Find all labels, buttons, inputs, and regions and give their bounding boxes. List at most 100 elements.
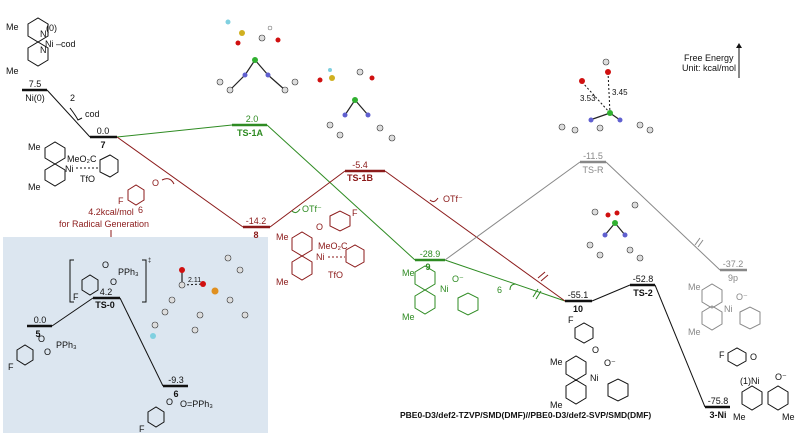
svg-text:N: N (40, 29, 47, 39)
path-8-ts1b (269, 170, 346, 228)
label-6: 6 (173, 389, 178, 399)
svg-text:Ni: Ni (440, 284, 449, 294)
svg-text:PPh₃: PPh₃ (56, 340, 77, 350)
svg-text:TfO: TfO (328, 270, 343, 280)
distance-345: 3.45 (612, 88, 628, 97)
svg-text:F: F (719, 350, 725, 360)
label-tsr: TS-R (583, 165, 604, 175)
label-8: 8 (253, 230, 258, 240)
svg-text:Ni –cod: Ni –cod (45, 39, 76, 49)
svg-text:F: F (352, 208, 358, 218)
label-7: 7 (100, 140, 105, 150)
svg-text:MeO₂C: MeO₂C (318, 241, 348, 251)
structure-10: F O Me Me Ni O⁻ (550, 315, 629, 410)
svg-text:Me: Me (28, 182, 41, 192)
label-ts0: TS-0 (95, 300, 115, 310)
structure-9p: Me Me Ni O⁻ (688, 282, 761, 337)
energy-ts2: -52.8 (633, 274, 654, 284)
energy-9p: -37.2 (723, 259, 744, 269)
path-tsr-9p (605, 161, 721, 271)
distance-353: 3.53 (580, 94, 596, 103)
svg-text:O=PPh₃: O=PPh₃ (180, 399, 213, 409)
energy-5: 0.0 (34, 315, 47, 325)
path-7-ts1a (116, 124, 233, 138)
svg-text:O: O (592, 345, 599, 355)
svg-text:O⁻: O⁻ (604, 358, 616, 368)
svg-text:Ni: Ni (724, 304, 733, 314)
legend-free-energy: Free Energy (684, 53, 734, 63)
svg-text:(0): (0) (46, 23, 57, 33)
svg-text:O: O (44, 347, 51, 357)
svg-text:MeO₂C: MeO₂C (67, 154, 97, 164)
label-9p: 9p (728, 273, 738, 283)
label-3ni: 3-Ni (709, 410, 726, 420)
svg-text:O: O (750, 352, 757, 362)
energy-10: -55.1 (568, 290, 589, 300)
svg-text:Me: Me (550, 357, 563, 367)
path-ts2-3ni (654, 284, 706, 408)
svg-text:F: F (568, 315, 574, 325)
svg-text:Ni: Ni (65, 164, 74, 174)
energy-ni0: 7.5 (29, 79, 42, 89)
label-10: 10 (573, 304, 583, 314)
svg-text:Me: Me (402, 312, 415, 322)
svg-text:O: O (110, 277, 117, 287)
svg-text:F: F (8, 362, 14, 372)
structure-3ni: F O O⁻ (1)Ni Me Me (719, 347, 795, 422)
svg-text:O: O (316, 222, 323, 232)
structure-5: F O O PPh₃ (8, 334, 77, 372)
computational-method: PBE0-D3/def2-TZVP/SMD(DMF)//PBE0-D3/def2… (400, 410, 651, 420)
svg-text:F: F (73, 292, 79, 302)
energy-ts1b: -5.4 (352, 160, 368, 170)
path-ts1b-10 (384, 170, 566, 302)
energy-7: 0.0 (97, 126, 110, 136)
cod-label: cod (85, 109, 100, 119)
svg-text:Ni: Ni (316, 252, 325, 262)
svg-text:O⁻: O⁻ (452, 274, 464, 284)
svg-text:Me: Me (782, 412, 795, 422)
structure-ts0-bracket: ‡ F O O PPh₃ (69, 258, 151, 303)
energy-ts0: 4.2 (100, 287, 113, 297)
radical-note-line1: 4.2kcal/mol (88, 207, 134, 217)
svg-text:(1)Ni: (1)Ni (740, 376, 760, 386)
svg-text:TfO: TfO (80, 174, 95, 184)
svg-text:Me: Me (6, 22, 19, 32)
svg-text:Me: Me (276, 277, 289, 287)
structure-ni-cod: Me Me N N (0) Ni –cod (6, 17, 76, 76)
energy-levels (22, 88, 747, 409)
path-5-ts0 (51, 297, 94, 327)
radical-note-line2: for Radical Generation (59, 219, 149, 229)
svg-text:O: O (38, 334, 45, 344)
structure-9: Me Me Ni O⁻ (402, 265, 479, 322)
otf-red-label: OTf⁻ (443, 194, 463, 204)
svg-text:Me: Me (733, 412, 746, 422)
legend: Free Energy Unit: kcal/mol (682, 43, 742, 78)
svg-text:F: F (139, 424, 145, 434)
svg-text:O: O (152, 178, 159, 188)
curved-arrow-icon (69, 107, 83, 121)
energy-ts1a: 2.0 (246, 114, 259, 124)
curved-arrow-icon (429, 197, 439, 203)
structure-aldehyde-6: F O (118, 178, 159, 206)
svg-text:Me: Me (28, 142, 41, 152)
svg-text:Me: Me (402, 268, 415, 278)
svg-text:N: N (40, 45, 47, 55)
label-ts1a: TS-1A (237, 128, 264, 138)
label-9: 9 (425, 262, 430, 272)
energy-9: -28.9 (420, 249, 441, 259)
svg-text:‡: ‡ (148, 258, 151, 264)
curved-arrow-icon (509, 283, 517, 291)
structure-7: Me Me MeO₂C Ni TfO (28, 141, 119, 192)
svg-text:Me: Me (550, 400, 563, 410)
svg-text:O⁻: O⁻ (775, 372, 787, 382)
label-ni0: Ni(0) (25, 93, 45, 103)
svg-text:O⁻: O⁻ (736, 292, 748, 302)
ts0-3d-structure: 2.11 (150, 254, 249, 339)
svg-text:Me: Me (688, 327, 701, 337)
ts1a-3d-structure (216, 19, 299, 94)
svg-text:Me: Me (6, 66, 19, 76)
energy-6: -9.3 (168, 375, 184, 385)
distance-211: 2.11 (188, 277, 201, 284)
energy-8: -14.2 (246, 216, 267, 226)
